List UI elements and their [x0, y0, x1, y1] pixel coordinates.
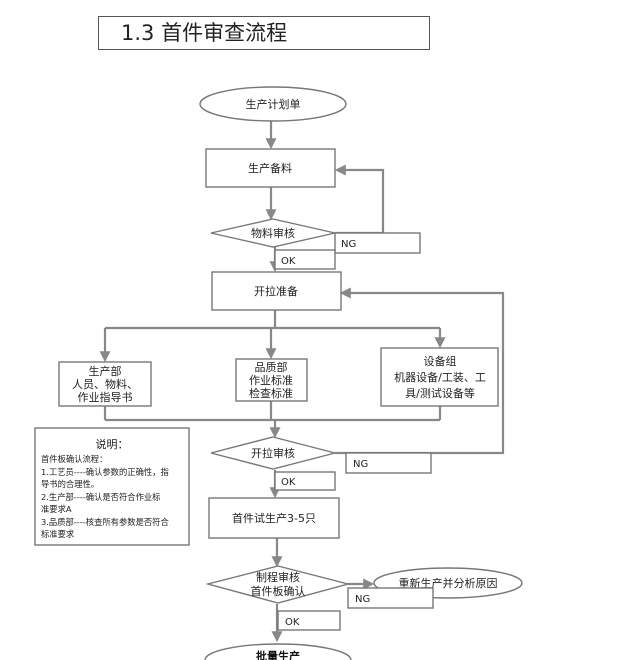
material-ok-box	[274, 249, 336, 270]
process-ok-text: OK	[285, 617, 300, 628]
production-dept-line-1: 生产部	[89, 364, 122, 378]
page-title: 1.3 首件审查流程	[98, 16, 430, 50]
process-ng-box	[347, 587, 434, 609]
material-ng-text: NG	[341, 239, 356, 250]
line-prep-label: 开拉准备	[254, 284, 298, 298]
node-production-dept: 生产部 人员、物料、 作业指导书	[58, 361, 152, 407]
note-box: 说明： 首件板确认流程： 1.工艺员----确认参数的正确性，指 导书的合理性。…	[34, 427, 190, 546]
material-ok-label-box: OK	[274, 249, 336, 270]
line-ng-box	[345, 452, 432, 474]
note-line-4: 2.生产部----确认是否符合作业标	[41, 492, 160, 502]
node-material-review: 物料审核	[210, 218, 336, 248]
note-line-3: 导书的合理性。	[41, 479, 99, 489]
material-review-diamond	[210, 218, 336, 248]
production-dept-line-3: 作业指导书	[78, 390, 133, 404]
first-trial-label: 首件试生产3-5只	[232, 511, 316, 525]
line-ok-text: OK	[281, 477, 296, 488]
quality-dept-line-3: 检查标准	[249, 386, 293, 400]
node-production-plan: 生产计划单	[199, 86, 347, 122]
note-line-2: 1.工艺员----确认参数的正确性，指	[41, 467, 169, 477]
flow-edges	[99, 121, 505, 643]
node-mass-production: 批量生产	[204, 643, 352, 660]
process-review-line-1: 制程审核	[256, 570, 300, 584]
note-box-shape	[34, 427, 190, 546]
note-line-6: 3.品质部----核查所有参数是否符合	[41, 517, 169, 527]
line-prep-shape	[211, 271, 342, 311]
equipment-group-shape	[380, 347, 499, 407]
material-review-label: 物料审核	[251, 226, 295, 240]
material-ng-label-box: NG	[334, 232, 421, 254]
node-equipment-group: 设备组 机器设备/工装、工 具/测试设备等	[380, 347, 499, 407]
node-quality-dept: 品质部 作业标准 检查标准	[235, 358, 308, 402]
note-title: 说明：	[96, 437, 129, 451]
production-plan-label: 生产计划单	[246, 97, 301, 111]
equipment-group-line-2: 机器设备/工装、工	[394, 370, 486, 384]
line-review-diamond	[210, 436, 336, 470]
node-line-review: 开拉审核	[210, 436, 336, 470]
quality-dept-line-2: 作业标准	[249, 373, 293, 387]
first-trial-shape	[208, 497, 340, 539]
note-line-5: 准要求A	[41, 504, 72, 514]
line-ok-box	[274, 471, 336, 491]
note-line-1: 首件板确认流程：	[41, 454, 107, 464]
node-first-trial: 首件试生产3-5只	[208, 497, 340, 539]
reproduce-label: 重新生产并分析原因	[399, 576, 498, 590]
node-material-prep: 生产备料	[205, 148, 336, 188]
edge-material-ng-loop	[334, 164, 385, 235]
material-prep-label: 生产备料	[248, 161, 292, 175]
process-ok-box	[277, 610, 341, 631]
process-ok-label-box: OK	[277, 610, 341, 631]
note-line-7: 标准要求	[41, 529, 75, 539]
mass-production-shape	[204, 643, 352, 660]
line-ng-label-box: NG	[345, 452, 432, 474]
process-ng-label-box: NG	[347, 587, 434, 609]
line-ok-label-box: OK	[274, 471, 336, 491]
equipment-group-line-3: 具/测试设备等	[405, 386, 475, 400]
line-ng-text: NG	[353, 459, 368, 470]
material-ng-box	[334, 232, 421, 254]
quality-dept-shape	[235, 358, 308, 402]
equipment-group-line-1: 设备组	[424, 354, 457, 368]
node-line-prep: 开拉准备	[211, 271, 342, 311]
production-plan-shape	[199, 86, 347, 122]
node-process-review: 制程审核 首件板确认	[205, 565, 351, 604]
line-review-label: 开拉审核	[251, 446, 295, 460]
process-ng-text: NG	[355, 594, 370, 605]
material-prep-shape	[205, 148, 336, 188]
quality-dept-line-1: 品质部	[255, 360, 288, 374]
production-dept-shape	[58, 361, 152, 407]
process-review-diamond	[205, 565, 351, 604]
mass-production-label: 批量生产	[256, 649, 300, 660]
production-dept-line-2: 人员、物料、	[72, 377, 138, 391]
material-ok-text: OK	[281, 256, 296, 267]
process-review-line-2: 首件板确认	[251, 584, 306, 598]
